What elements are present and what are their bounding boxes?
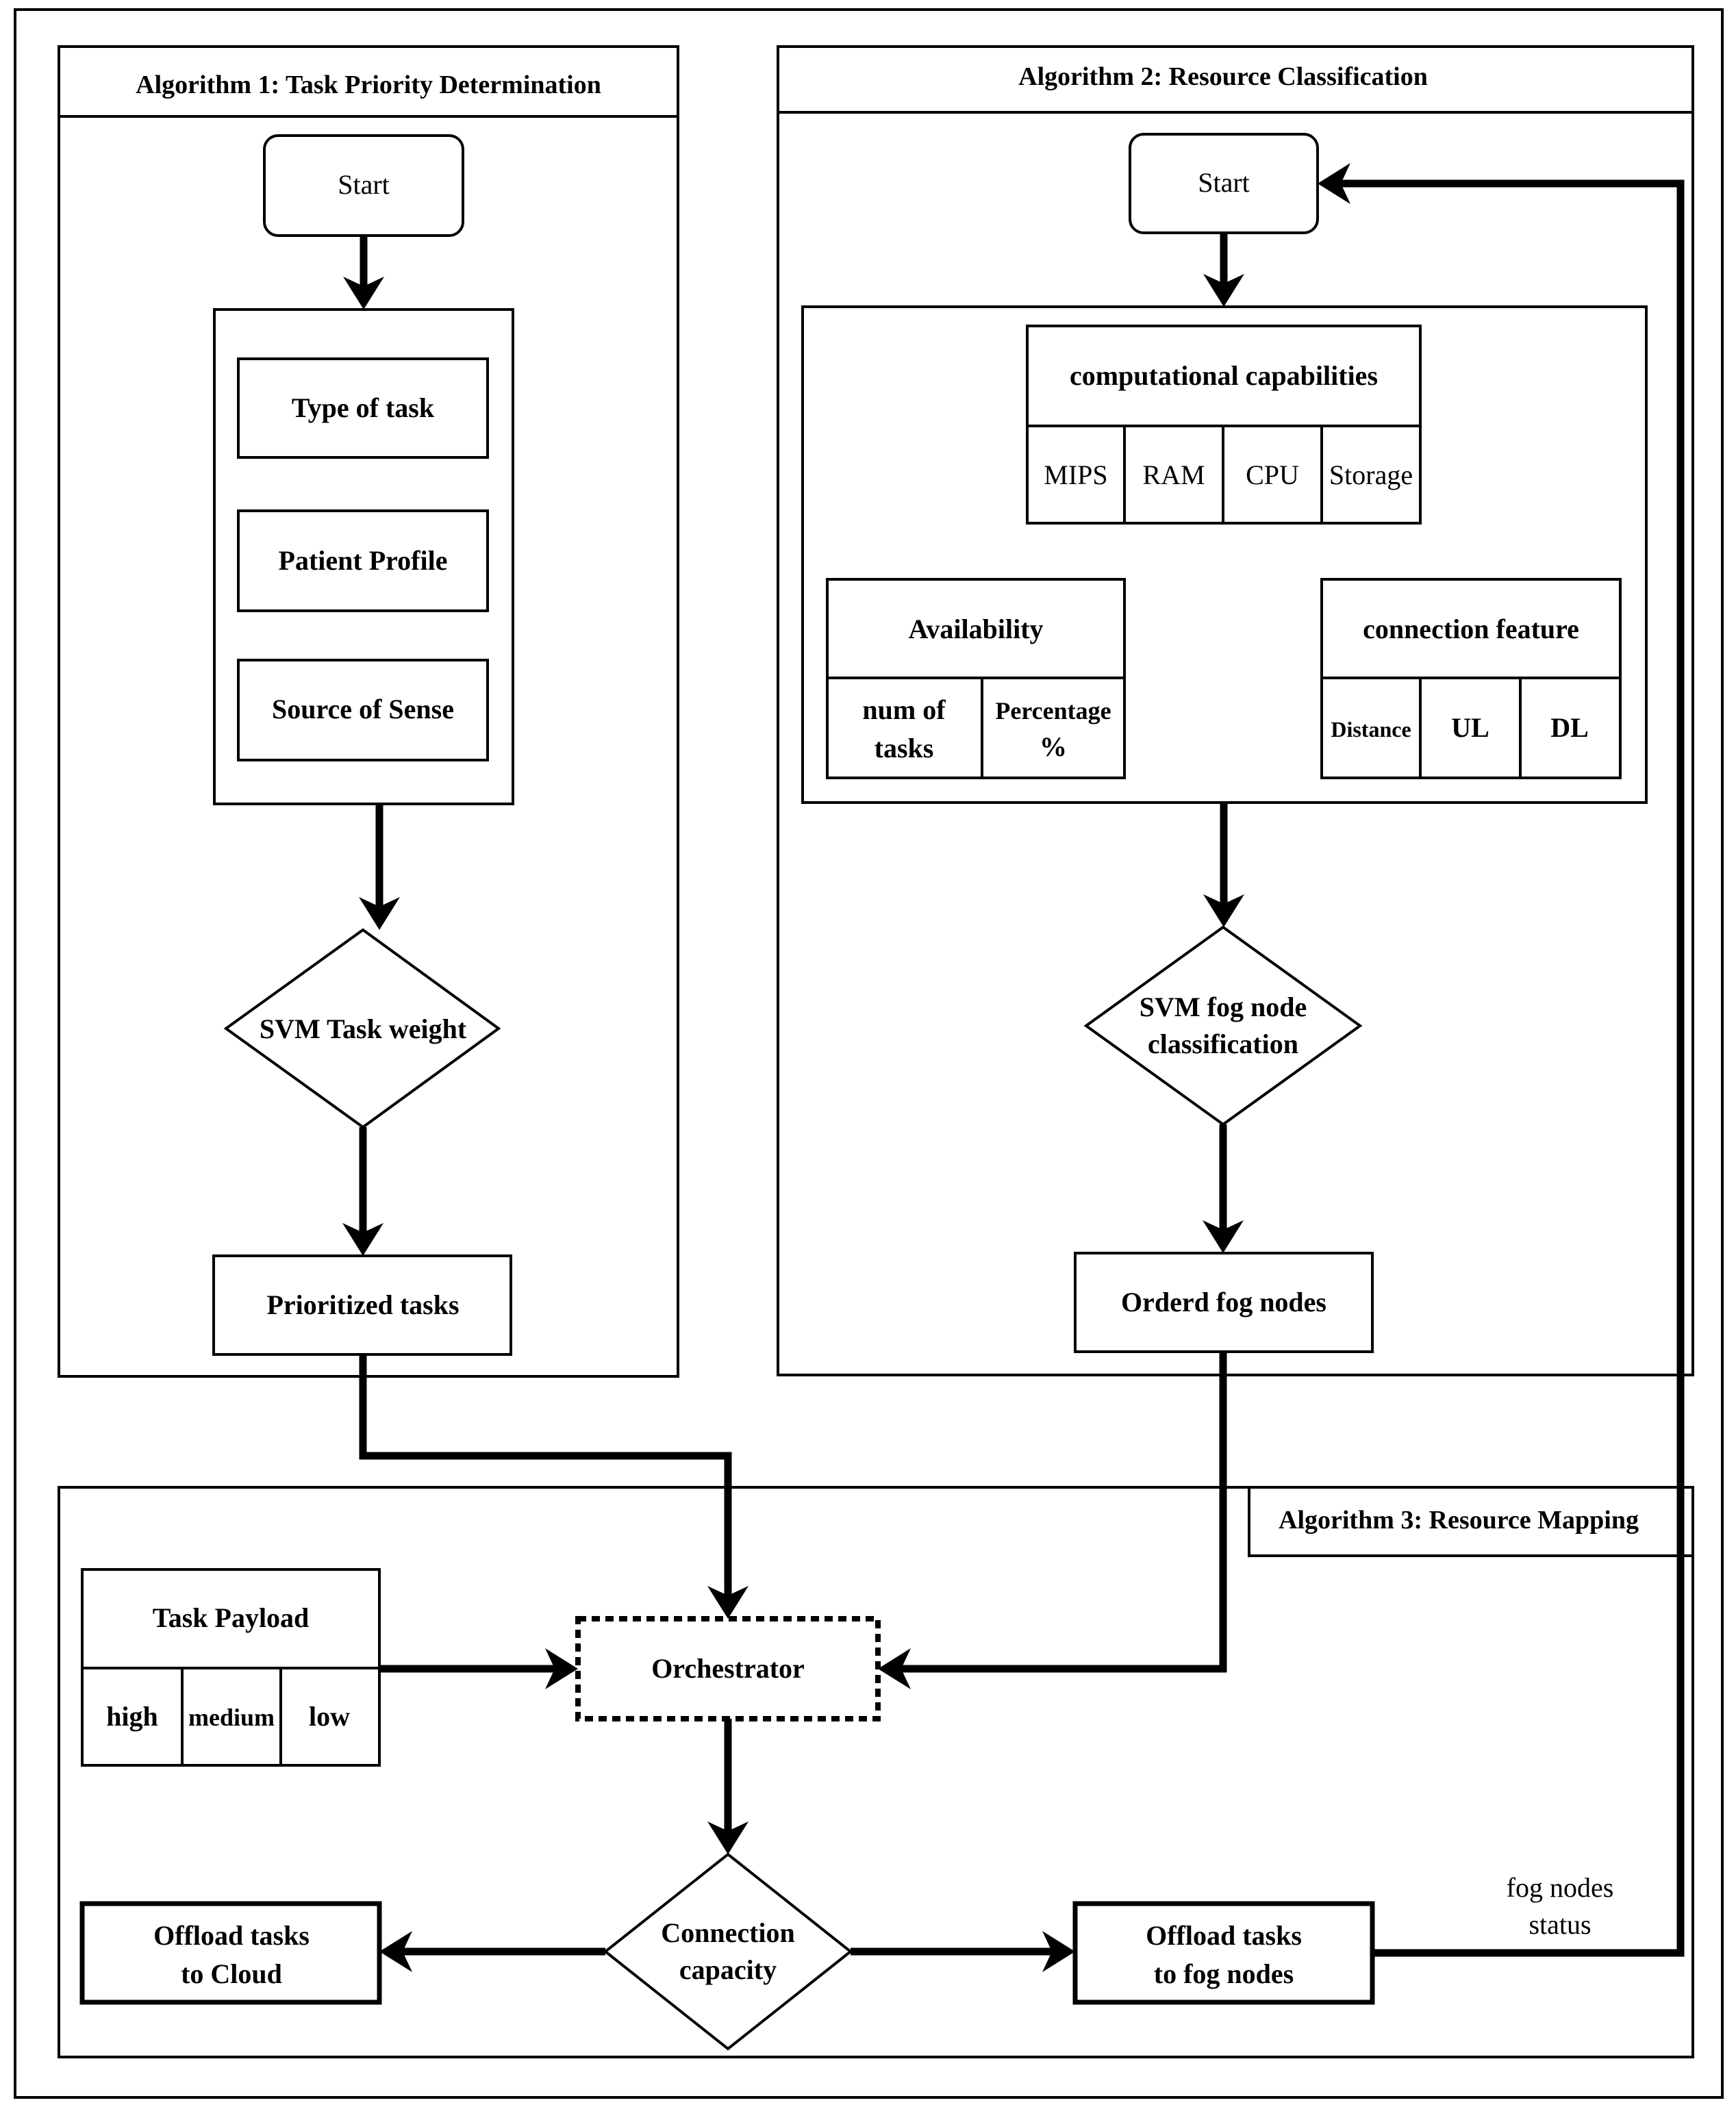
fog-nodes-status-line1: fog nodes	[1507, 1872, 1614, 1903]
storage-cell: Storage	[1329, 459, 1413, 490]
availability-title: Availability	[908, 614, 1043, 644]
offload-fog-line2: to fog nodes	[1154, 1958, 1294, 1989]
cpu-cell: CPU	[1246, 459, 1299, 490]
algorithm3-title: Algorithm 3: Resource Mapping	[1279, 1506, 1639, 1535]
prioritized-tasks-label: Prioritized tasks	[266, 1289, 459, 1320]
computational-capabilities-table: computational capabilities MIPS RAM CPU …	[1026, 325, 1422, 525]
orchestrator-box	[575, 1616, 881, 1721]
source-of-sense-label: Source of Sense	[272, 694, 454, 724]
connectors	[359, 163, 1685, 1972]
percentage-line2: %	[1040, 731, 1067, 762]
algorithm2-panel: Algorithm 2: Resource Classification Sta…	[777, 45, 1694, 1376]
svm-fog-node-line1: SVM fog node	[1140, 992, 1307, 1022]
svm-fog-node-classification-decision	[1083, 925, 1363, 1126]
task-payload-title: Task Payload	[153, 1602, 310, 1633]
algorithm2-title: Algorithm 2: Resource Classification	[1018, 62, 1428, 91]
computational-capabilities-title: computational capabilities	[1070, 360, 1378, 391]
algorithm1-start-label: Start	[338, 169, 390, 200]
connection-feature-table: connection feature Distance UL DL	[1320, 578, 1622, 779]
high-cell: high	[106, 1701, 158, 1732]
patient-profile-box	[237, 509, 489, 612]
connection-capacity-decision	[603, 1852, 853, 2051]
num-of-tasks-line1: num of	[862, 694, 946, 725]
distance-cell: Distance	[1331, 717, 1411, 742]
type-of-task-box	[237, 357, 489, 459]
orchestrator-label: Orchestrator	[651, 1653, 805, 1684]
ordered-fog-nodes-box	[1074, 1252, 1374, 1353]
ram-cell: RAM	[1142, 459, 1205, 490]
algorithm1-panel: Algorithm 1: Task Priority Determination…	[58, 45, 679, 1378]
mips-cell: MIPS	[1044, 459, 1107, 490]
connection-capacity-line1: Connection	[661, 1917, 795, 1948]
offload-to-cloud-box	[79, 1901, 382, 2005]
svm-task-weight-label: SVM Task weight	[260, 1013, 467, 1044]
svm-fog-node-line2: classification	[1148, 1029, 1298, 1059]
algorithm3-panel: Algorithm 3: Resource Mapping Task Paylo…	[58, 1486, 1694, 2058]
source-of-sense-box	[237, 659, 489, 761]
ul-cell: UL	[1451, 712, 1489, 743]
ordered-fog-nodes-label: Orderd fog nodes	[1121, 1287, 1326, 1317]
task-payload-table: Task Payload high medium low	[81, 1568, 381, 1767]
offload-fog-line1: Offload tasks	[1146, 1920, 1302, 1951]
offload-cloud-line2: to Cloud	[181, 1958, 282, 1989]
offload-cloud-line1: Offload tasks	[153, 1920, 310, 1951]
availability-table: Availability num of tasks Percentage %	[826, 578, 1126, 779]
connection-capacity-line2: capacity	[679, 1954, 777, 1985]
algorithm1-title: Algorithm 1: Task Priority Determination	[136, 71, 601, 99]
algorithm2-start-label: Start	[1198, 167, 1250, 198]
percentage-line1: Percentage	[995, 697, 1111, 724]
low-cell: low	[309, 1701, 350, 1732]
medium-cell: medium	[188, 1704, 275, 1731]
num-of-tasks-line2: tasks	[875, 733, 934, 764]
patient-profile-label: Patient Profile	[279, 545, 448, 576]
outer-frame	[14, 8, 1724, 2099]
dl-cell: DL	[1550, 712, 1589, 743]
fog-nodes-status-line2: status	[1529, 1909, 1591, 1940]
offload-to-fog-nodes-box	[1072, 1901, 1375, 2005]
type-of-task-label: Type of task	[292, 392, 435, 423]
connection-feature-title: connection feature	[1363, 614, 1579, 644]
